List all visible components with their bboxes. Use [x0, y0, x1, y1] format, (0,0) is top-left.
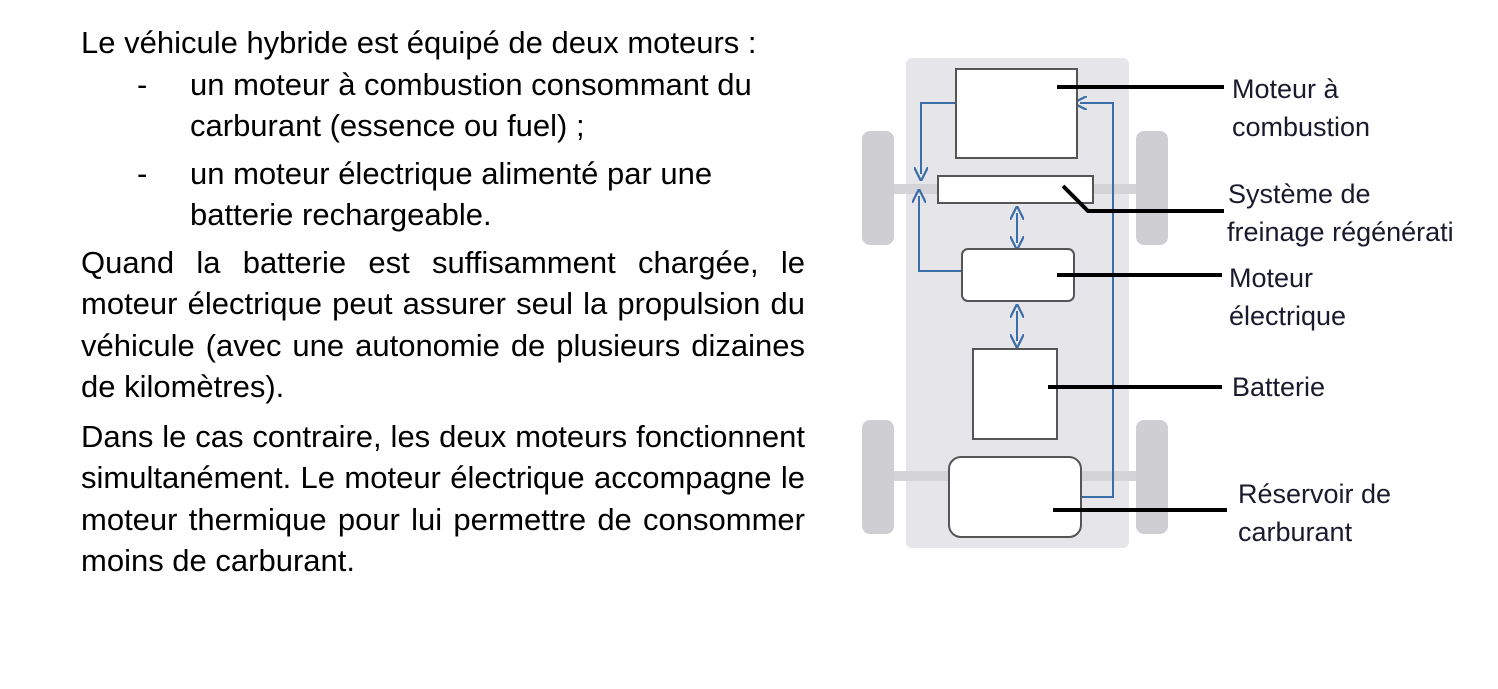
energy-flow-lines	[919, 102, 1114, 498]
wheel-front-right	[1136, 131, 1168, 245]
bullet-text: un moteur à combustion consommant du car…	[190, 66, 752, 144]
flow-motor-to-brake	[919, 196, 962, 272]
combustion-engine-box	[955, 68, 1078, 159]
label-electric-motor: Moteur électrique	[1229, 263, 1346, 331]
intro-paragraph: Le véhicule hybride est équipé de deux m…	[81, 25, 757, 60]
bullet-text: un moteur électrique alimenté par une ba…	[190, 155, 713, 233]
bullet-marker: -	[137, 66, 148, 102]
paragraph-battery: Quand la batterie est suffisamment charg…	[81, 244, 805, 405]
flow-tank-to-engine	[1080, 103, 1114, 498]
label-combustion-engine: Moteur à combustion	[1232, 74, 1370, 142]
flow-engine-to-brake	[921, 102, 956, 174]
label-regen-braking: Système de freinage régénérati	[1227, 179, 1454, 247]
bullet-item: - un moteur électrique alimenté par une …	[81, 153, 805, 236]
label-battery: Batterie	[1232, 372, 1325, 402]
wheel-rear-right	[1136, 420, 1168, 534]
wheel-front-left	[862, 131, 894, 245]
text-column: Le véhicule hybride est équipé de deux m…	[81, 22, 805, 582]
regen-braking-box	[937, 175, 1094, 204]
bullet-list: - un moteur à combustion consommant du c…	[81, 64, 805, 236]
label-fuel-tank: Réservoir de carburant	[1238, 479, 1399, 547]
fuel-tank-box	[948, 456, 1082, 538]
leader-regen	[1061, 184, 1224, 213]
leader-lines	[1048, 85, 1227, 512]
wheel-rear-left	[862, 420, 894, 534]
bullet-item: - un moteur à combustion consommant du c…	[81, 64, 805, 147]
battery-box	[972, 348, 1058, 440]
paragraph-combined: Dans le cas contraire, les deux moteurs …	[81, 418, 805, 579]
bullet-marker: -	[137, 155, 148, 191]
